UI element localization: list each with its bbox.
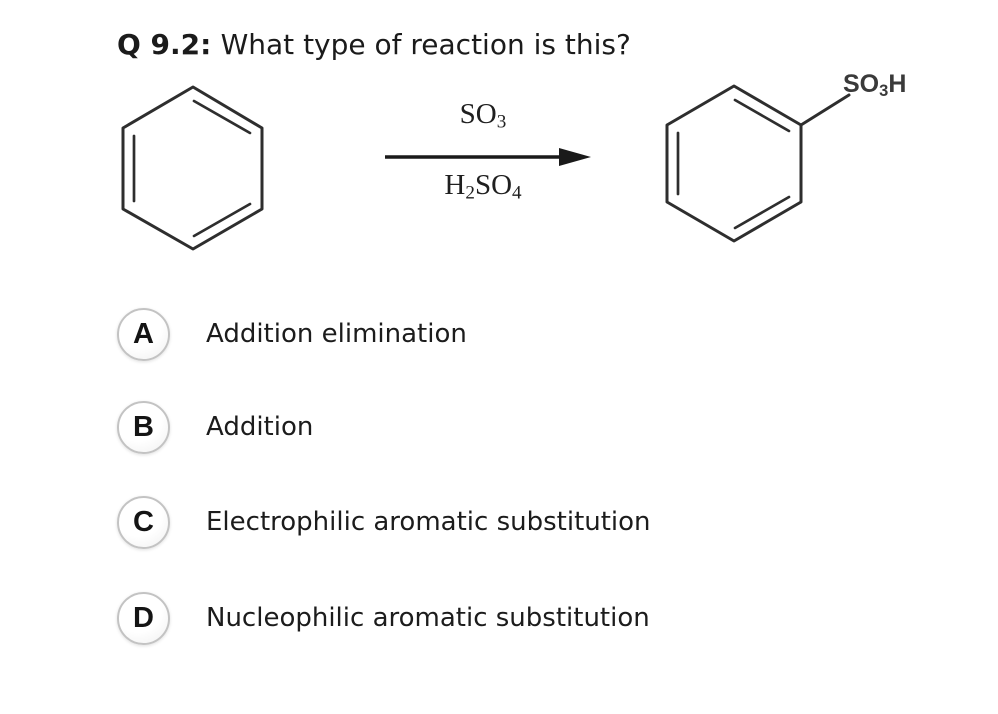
question-text: What type of reaction is this? [220, 28, 631, 61]
arrow-head [559, 148, 591, 166]
reactant-benzene-structure [121, 85, 264, 251]
reaction-arrow [385, 148, 591, 166]
question-number: Q 9.2: [117, 28, 212, 61]
option-b-label[interactable]: Addition [206, 412, 314, 442]
option-b-badge[interactable]: B [117, 400, 170, 454]
option-c[interactable]: C Electrophilic aromatic substitution [117, 495, 651, 549]
reactant-double-bond-3 [192, 202, 252, 238]
option-d-letter: D [133, 601, 154, 634]
option-d[interactable]: D Nucleophilic aromatic substitution [117, 591, 650, 645]
product-hexagon [665, 84, 803, 243]
product-double-bond-1 [733, 98, 791, 133]
reaction-scheme [121, 84, 851, 251]
reactant-double-bond-1 [192, 99, 252, 135]
question-title: Q 9.2:What type of reaction is this? [117, 27, 631, 62]
option-a-letter: A [133, 317, 154, 350]
option-a-badge[interactable]: A [117, 307, 170, 361]
option-c-letter: C [133, 505, 154, 538]
option-d-badge[interactable]: D [117, 591, 170, 645]
option-b[interactable]: B Addition [117, 400, 313, 454]
product-benzene-structure [665, 84, 851, 243]
option-a[interactable]: A Addition elimination [117, 307, 467, 361]
option-c-label[interactable]: Electrophilic aromatic substitution [206, 507, 651, 537]
product-substituent-bond [799, 93, 851, 127]
product-substituent-label: SO3H [843, 70, 907, 100]
option-b-letter: B [133, 410, 154, 443]
reagent-below-arrow: H2SO4 [444, 169, 522, 204]
reagent-above-arrow: SO3 [459, 98, 507, 133]
option-a-label[interactable]: Addition elimination [206, 319, 467, 349]
product-double-bond-3 [733, 195, 791, 230]
reactant-hexagon [121, 85, 264, 251]
option-c-badge[interactable]: C [117, 495, 170, 549]
option-d-label[interactable]: Nucleophilic aromatic substitution [206, 603, 650, 633]
